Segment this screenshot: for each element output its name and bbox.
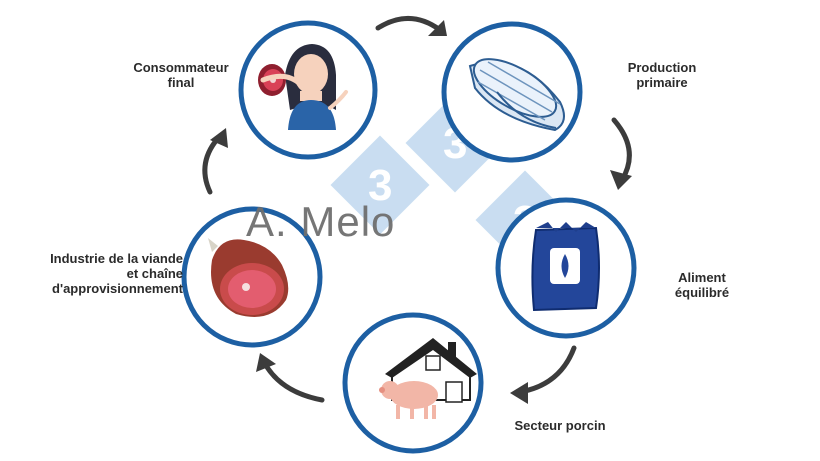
ham-icon (208, 238, 289, 317)
feed-bag-icon (531, 222, 600, 312)
label-consommateur-final: Consommateur final (133, 60, 229, 90)
corn-cob-icon (468, 58, 565, 132)
arrow-heads (210, 20, 632, 404)
arrow-industry-to-consumer (202, 133, 223, 195)
arrow-feed-to-pig (517, 345, 577, 395)
arrow-production-to-feed (611, 117, 632, 183)
pig-barn-icon (379, 338, 477, 419)
watermark-logo-digit: 3 (368, 161, 392, 210)
label-industrie-viande: Industrie de la viande et chaîne d'appro… (50, 251, 183, 296)
woman-eating-ham-icon (258, 44, 348, 130)
watermark-text: A. Melo (246, 198, 396, 245)
label-aliment-equilibre: Aliment équilibré (674, 270, 730, 300)
label-secteur-porcin: Secteur porcin (514, 418, 606, 433)
arrow-consumer-to-production (375, 16, 443, 33)
arrow-pig-to-industry (261, 359, 325, 403)
label-production-primaire: Production primaire (627, 60, 697, 90)
